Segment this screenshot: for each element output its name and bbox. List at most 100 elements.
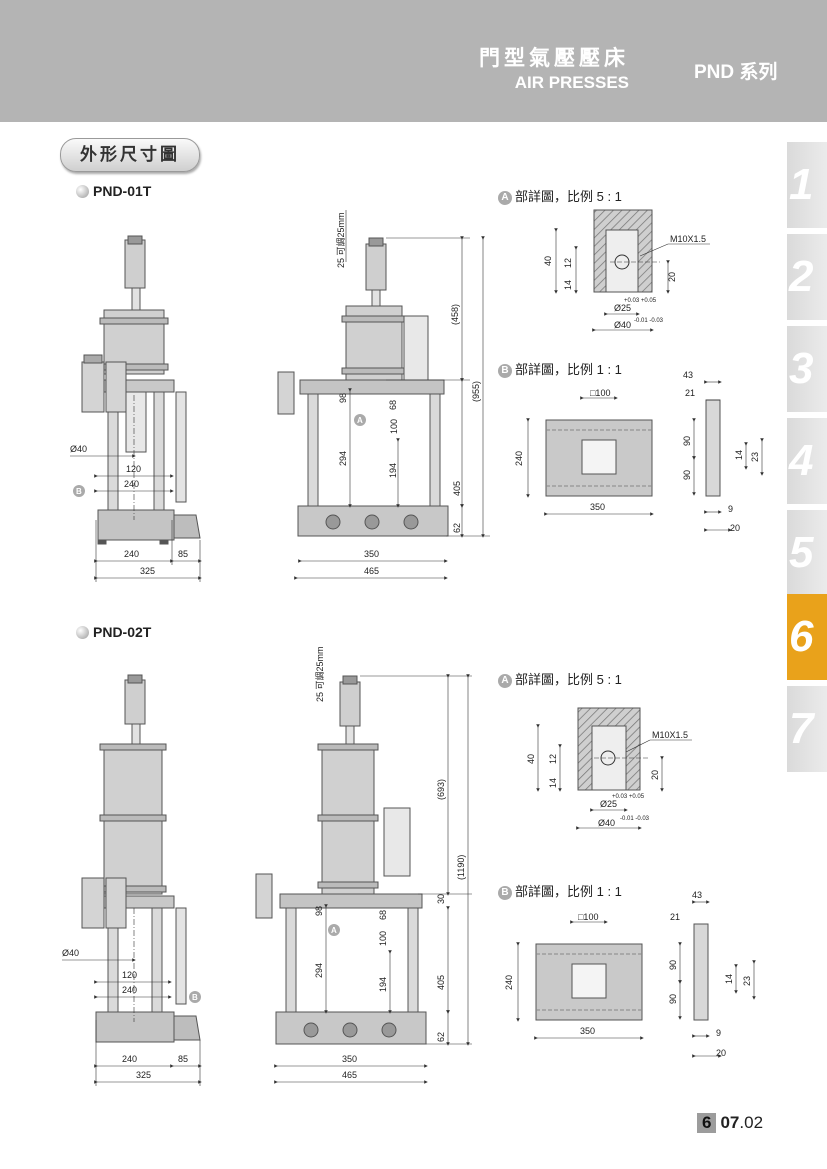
front-view-1 [81,235,201,545]
dim-d40: Ø40 [62,948,79,958]
dim-100: 100 [378,931,388,946]
chapter-tab-1[interactable]: 1 [787,142,827,228]
front-labels-2: Ø40 120 240 240 85 325 B [62,948,201,1080]
detail-b-marker [73,485,85,497]
dim-350: 350 [590,502,605,512]
dim-adjust: 25 可調25mm [314,646,325,702]
dim-tol2: -0.01 -0.03 [620,816,650,822]
dim-tol1: +0.03 +0.05 [624,298,657,304]
dim-base-240: 240 [122,1054,137,1064]
dim-85: 85 [178,549,188,559]
front-dims-1 [70,395,202,582]
dim-350: 350 [364,549,379,559]
dim-d25: Ø25 [614,303,631,313]
dim-465: 465 [342,1070,357,1080]
dim-98: 98 [314,906,324,916]
dim-62: 62 [436,1032,446,1042]
dim-62: 62 [452,523,462,533]
dim-21: 21 [670,912,680,922]
detail-title-text: 部詳圖，比例 1 : 1 [515,362,622,377]
dim-adjust: 25 可調25mm [335,212,346,268]
dim-90b: 90 [682,470,692,480]
detail-marker-letter: A [331,926,337,935]
chapter-tab-2[interactable]: 2 [787,234,827,320]
dim-20: 20 [650,770,660,780]
dim-120: 120 [122,970,137,980]
dim-43: 43 [683,370,693,380]
detail-b-drawing-1: □100 240 350 43 21 90 90 14 23 9 20 [514,370,764,533]
header-title-en: AIR PRESSES [514,73,629,92]
revision-main: 07 [720,1113,740,1132]
detail-title-text: 部詳圖，比例 5 : 1 [515,189,622,204]
dim-240: 240 [504,975,514,990]
dim-325: 325 [140,566,155,576]
dim-sq100: □100 [578,912,598,922]
dim-21: 21 [685,388,695,398]
chapter-tab-5[interactable]: 5 [787,510,827,596]
detail-a-drawing-2: M10X1.5 40 14 12 20 +0.03 +0.05 Ø25 Ø40 … [526,707,692,830]
dim-30: 30 [436,894,446,904]
dim-100: 100 [389,419,399,434]
dim-tol1: +0.03 +0.05 [612,794,645,800]
dim-12: 12 [548,754,558,764]
detail-letter-badge: A [498,191,512,205]
front-labels-1: Ø40 120 240 240 85 325 B [70,444,188,576]
detail-letter-badge: B [498,364,512,378]
dim-9: 9 [716,1028,721,1038]
model-title-1: PND-01T [76,183,151,199]
detail-letter-badge: B [498,886,512,900]
detail-b-drawing-2: □100 240 350 43 21 90 90 14 23 9 20 [504,890,756,1058]
technical-drawings: Ø40 120 240 240 85 325 B [62,209,764,1086]
dim-14: 14 [724,974,734,984]
dim-40: 40 [543,256,553,266]
dim-120: 120 [126,464,141,474]
dim-14: 14 [563,280,573,290]
chapter-tab-6[interactable]: 6 [787,594,827,680]
dim-43: 43 [692,890,702,900]
chapter-tab-4[interactable]: 4 [787,418,827,504]
detail-marker-letter: B [192,993,198,1002]
chapter-tab-7[interactable]: 7 [787,686,827,772]
revision: 07.02 [720,1113,763,1132]
side-labels-2: 25 可調25mm (693) (1190) 30 98 68 100 294 … [314,646,466,1080]
side-dims-2 [274,674,472,1084]
dim-90b: 90 [668,994,678,1004]
dim-20: 20 [667,272,677,282]
dim-458: (458) [450,304,460,325]
dim-955: (955) [471,381,481,402]
dim-23: 23 [750,452,760,462]
dim-14: 14 [734,450,744,460]
dim-194: 194 [378,977,388,992]
dim-98: 98 [338,393,348,403]
dim-90a: 90 [668,960,678,970]
dim-thread: M10X1.5 [652,730,688,740]
detail-marker-letter: A [357,416,363,425]
dim-85: 85 [178,1054,188,1064]
dim-23: 23 [742,976,752,986]
chapter-tab-3[interactable]: 3 [787,326,827,412]
page-chapter: 6 [697,1113,717,1133]
dim-350: 350 [342,1054,357,1064]
dim-294: 294 [338,451,348,466]
detail-title-text: 部詳圖，比例 5 : 1 [515,672,622,687]
dim-d40: Ø40 [70,444,87,454]
detail-letter-badge: A [498,674,512,688]
bullet-icon [76,625,89,639]
dim-240: 240 [124,479,139,489]
front-dims-2 [62,908,202,1086]
dim-240: 240 [514,451,524,466]
dim-693: (693) [436,779,446,800]
side-view-1 [277,237,449,537]
dim-sq100: □100 [590,388,610,398]
dim-350: 350 [580,1026,595,1036]
bullet-icon [76,184,89,198]
dim-1190: (1190) [456,855,466,880]
dim-405: 405 [436,975,446,990]
front-view-2 [81,674,201,1043]
detail-title-text: 部詳圖，比例 1 : 1 [515,884,622,899]
